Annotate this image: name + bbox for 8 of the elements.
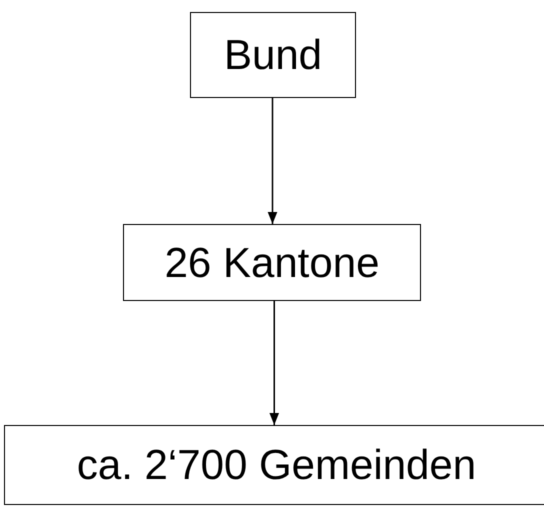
box bbox=[4, 425, 544, 505]
node-label: 26 Kantone bbox=[164, 238, 380, 286]
arrow bbox=[268, 98, 278, 224]
box bbox=[190, 12, 356, 98]
arrow bbox=[269, 301, 280, 425]
box bbox=[123, 224, 421, 301]
node-label: ca. 2‘700 Gemeinden bbox=[76, 441, 476, 489]
node-label: Bund bbox=[224, 31, 322, 79]
